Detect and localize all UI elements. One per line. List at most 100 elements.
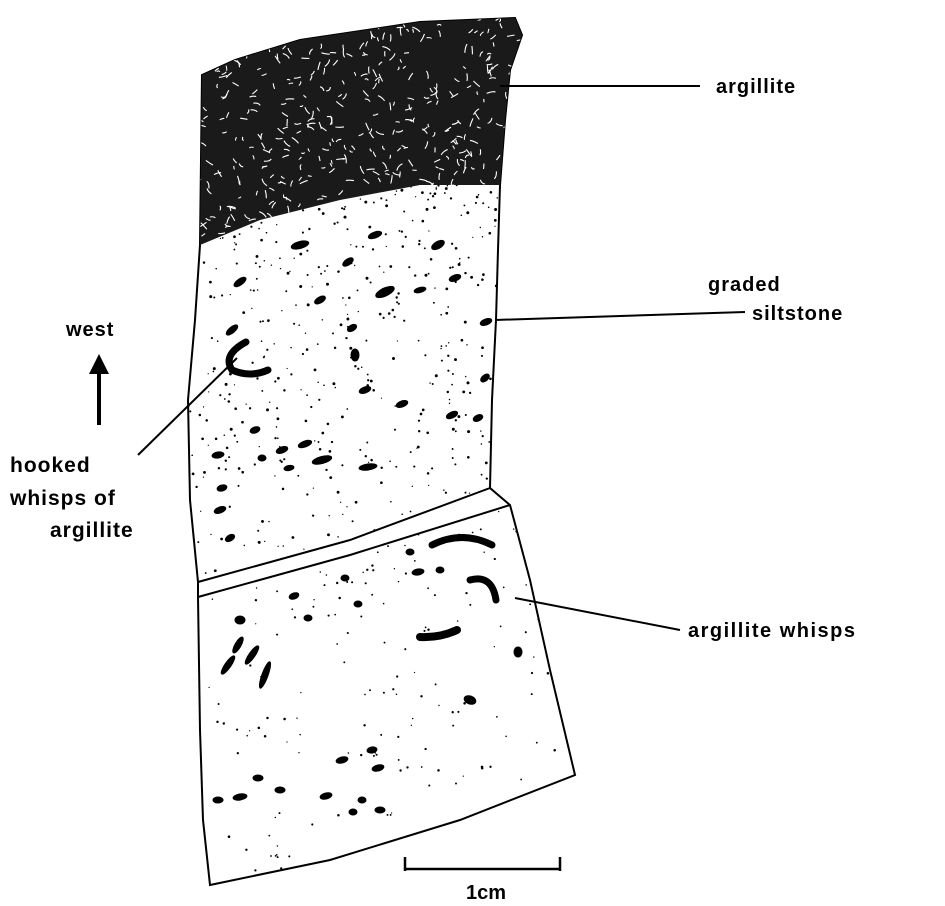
siltstone-grain — [432, 195, 434, 197]
siltstone-grain — [283, 458, 285, 460]
siltstone-grain — [449, 267, 451, 269]
hooked-label-line3: argillite — [50, 519, 134, 542]
siltstone-grain — [259, 446, 260, 447]
siltstone-grain — [392, 357, 395, 360]
argillite-texture-stroke — [259, 41, 267, 42]
siltstone-grain — [428, 784, 430, 786]
siltstone-grain — [390, 501, 392, 503]
siltstone-grain — [285, 290, 287, 292]
siltstone-grain — [454, 463, 456, 465]
argillite-texture-stroke — [507, 195, 512, 199]
siltstone-grain — [455, 247, 457, 249]
siltstone-grain — [569, 558, 571, 560]
siltstone-grain — [399, 769, 401, 771]
siltstone-grain — [277, 546, 278, 547]
siltstone-grain — [497, 197, 499, 199]
siltstone-grain — [230, 428, 233, 431]
argillite-texture-stroke — [205, 62, 208, 67]
siltstone-grain — [239, 233, 241, 235]
siltstone-grain — [187, 290, 188, 291]
siltstone-grain — [404, 545, 406, 547]
siltstone-grain — [341, 415, 344, 418]
siltstone-grain — [452, 725, 454, 727]
siltstone-grain — [371, 594, 372, 595]
siltstone-grain — [328, 615, 330, 617]
siltstone-grain — [312, 514, 314, 516]
siltstone-grain — [443, 489, 445, 491]
siltstone-grain — [354, 265, 355, 266]
siltstone-grain — [269, 402, 270, 403]
siltstone-grain — [224, 434, 226, 436]
siltstone-grain — [264, 735, 267, 738]
siltstone-grain — [196, 234, 198, 236]
siltstone-grain — [447, 306, 449, 308]
siltstone-grain — [318, 266, 320, 268]
siltstone-grain — [234, 435, 236, 437]
siltstone-grain — [203, 261, 205, 263]
argillite-texture-stroke — [236, 29, 237, 34]
siltstone-grain — [326, 265, 328, 267]
siltstone-grain — [203, 471, 206, 474]
siltstone-grain — [448, 342, 449, 343]
siltstone-grain — [261, 340, 263, 342]
siltstone-grain — [237, 752, 239, 754]
siltstone-grain — [327, 423, 330, 426]
siltstone-grain — [209, 295, 212, 298]
siltstone-grain — [410, 880, 411, 881]
siltstone-grain — [498, 414, 500, 416]
siltstone-grain — [293, 257, 294, 258]
argillite-texture-stroke — [286, 99, 295, 100]
siltstone-grain — [411, 725, 412, 726]
siltstone-grain — [447, 391, 449, 393]
siltstone-grain — [396, 694, 398, 696]
siltstone-grain — [380, 197, 382, 199]
argillite-texture-stroke — [209, 36, 214, 37]
siltstone-grain — [360, 615, 362, 617]
argillite-texture-stroke — [188, 138, 195, 140]
siltstone-grain — [340, 323, 343, 326]
siltstone-grain — [540, 596, 541, 597]
siltstone-grain — [494, 219, 497, 222]
siltstone-grain — [428, 230, 429, 231]
siltstone-grain — [441, 345, 443, 347]
argillite-texture-stroke — [353, 22, 357, 23]
siltstone-grain — [355, 246, 357, 248]
argillite-texture-stroke — [396, 122, 400, 123]
siltstone-grain — [234, 407, 237, 410]
siltstone-grain — [547, 568, 549, 570]
siltstone-grain — [456, 832, 458, 834]
argillite-texture-stroke — [318, 19, 322, 23]
argillite-texture-stroke — [202, 33, 203, 37]
argillite-texture-stroke — [226, 66, 227, 71]
siltstone-grain — [392, 309, 395, 312]
argillite-texture-stroke — [228, 56, 229, 60]
argillite-texture-stroke — [278, 182, 281, 183]
siltstone-grain — [354, 365, 356, 367]
siltstone-grain — [486, 477, 488, 479]
siltstone-grain — [465, 492, 467, 494]
siltstone-grain — [383, 692, 385, 694]
siltstone-grain — [466, 344, 467, 345]
siltstone-grain — [306, 250, 308, 252]
siltstone-grain — [322, 212, 325, 215]
argillite-texture-stroke — [297, 25, 301, 27]
siltstone-grain — [481, 766, 484, 769]
siltstone-grain — [377, 551, 379, 553]
siltstone-grain — [566, 560, 569, 563]
siltstone-grain — [488, 207, 490, 209]
siltstone-grain — [366, 277, 369, 280]
siltstone-grain — [452, 373, 454, 375]
siltstone-grain — [228, 456, 230, 458]
siltstone-grain — [415, 196, 416, 197]
siltstone-grain — [544, 536, 545, 537]
siltstone-grain — [283, 718, 286, 721]
siltstone-grain — [320, 571, 322, 573]
siltstone-grain — [302, 209, 304, 211]
siltstone-grain — [403, 320, 405, 322]
siltstone-grain — [276, 407, 278, 409]
siltstone-grain — [434, 287, 435, 288]
siltstone-grain — [246, 735, 248, 737]
siltstone-grain — [447, 355, 449, 357]
siltstone-grain — [237, 485, 239, 487]
siltstone-grain — [531, 672, 533, 674]
